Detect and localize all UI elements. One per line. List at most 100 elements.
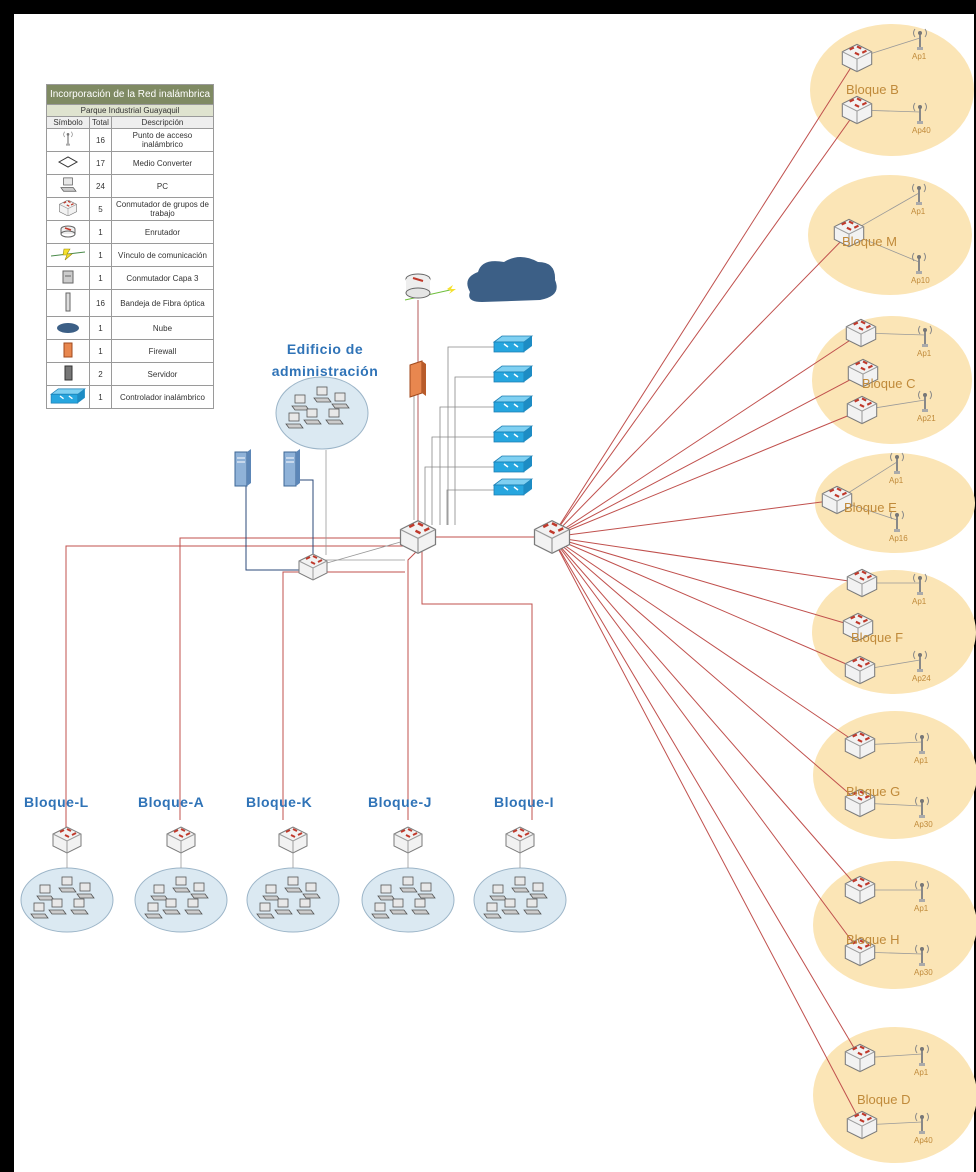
link-line xyxy=(282,571,405,820)
link-line xyxy=(551,109,858,538)
block-title: Bloque-K xyxy=(246,794,313,810)
legend-header-description: Descripción xyxy=(110,116,215,129)
link-line xyxy=(551,536,861,953)
admin-building-title: Edificio de administración xyxy=(250,338,400,382)
block-label: Bloque E xyxy=(844,500,897,515)
ap-label: Ap30 xyxy=(914,968,933,977)
legend-description: Enrutador xyxy=(110,220,215,244)
link-line xyxy=(551,409,863,538)
block-title: Bloque-A xyxy=(138,794,205,810)
link-line xyxy=(551,536,861,671)
legend-table: Incorporación de la Red inalámbrica Parq… xyxy=(46,84,215,409)
wireless-controller-icon xyxy=(493,335,533,353)
block-switch xyxy=(505,826,535,854)
legend-header-symbol: Símbolo xyxy=(46,116,90,129)
ap-label: Ap1 xyxy=(911,207,926,216)
link-line xyxy=(439,406,508,525)
block-label: Bloque B xyxy=(846,82,899,97)
block-title: Bloque-L xyxy=(24,794,89,810)
legend-header-total: Total xyxy=(89,116,112,129)
access-point-icon xyxy=(46,128,90,152)
link-line xyxy=(551,536,863,1126)
link-line xyxy=(551,536,859,628)
legend-description: PC xyxy=(110,174,215,198)
link-line xyxy=(447,346,508,525)
workgroup-switch-icon xyxy=(46,197,90,221)
legend-description: Conmutador de grupos de trabajo xyxy=(110,197,215,221)
legend-description: Controlador inalámbrico xyxy=(110,385,215,409)
link-line xyxy=(446,489,508,525)
link-line xyxy=(551,536,861,1059)
router-base xyxy=(405,287,431,299)
server-icon xyxy=(283,448,301,487)
link-line xyxy=(551,499,838,538)
wireless-controller-icon xyxy=(493,455,533,473)
link-line xyxy=(551,57,858,538)
block-title: Bloque-I xyxy=(494,794,554,810)
wireless-controller-icon xyxy=(493,395,533,413)
cloud-icon xyxy=(467,257,557,302)
link-line xyxy=(424,466,508,525)
legend-total: 1 xyxy=(89,385,112,409)
ap-label: Ap1 xyxy=(912,52,927,61)
communication-link-icon xyxy=(447,285,456,294)
legend-description: Vínculo de comunicación xyxy=(110,243,215,267)
ap-label: Ap21 xyxy=(917,414,936,423)
ap-label: Ap1 xyxy=(917,349,932,358)
wireless-controller-icon xyxy=(493,478,533,496)
legend-description: Medio Converter xyxy=(110,151,215,175)
link-line xyxy=(245,470,300,571)
links-layer xyxy=(20,24,976,1163)
block-switch xyxy=(52,826,82,854)
link-line xyxy=(454,376,508,525)
block-switch xyxy=(166,826,196,854)
link-line xyxy=(551,536,861,891)
link-line xyxy=(551,536,861,746)
block-label: Bloque C xyxy=(862,376,916,391)
wireless-controller-icon xyxy=(493,365,533,383)
admin-title-line1: Edificio de xyxy=(286,341,364,357)
legend-description: Conmutador Capa 3 xyxy=(110,266,215,290)
legend-description: Bandeja de Fibra óptica xyxy=(110,289,215,317)
block-label: Bloque F xyxy=(851,630,904,645)
block-area xyxy=(808,175,972,295)
admin-title-line2: administración xyxy=(271,363,379,379)
nodes-layer xyxy=(30,28,933,1140)
link-line xyxy=(407,549,419,820)
firewall-icon xyxy=(409,360,423,398)
ap-label: Ap1 xyxy=(914,1068,929,1077)
router-icon xyxy=(46,220,90,244)
block-title: Bloque-J xyxy=(368,794,432,810)
block-label: Bloque H xyxy=(846,932,900,947)
link-line xyxy=(551,232,850,538)
distribution-switch xyxy=(399,519,437,555)
block-area xyxy=(815,453,975,553)
link-line xyxy=(179,537,403,820)
firewall-side xyxy=(422,361,426,396)
link-line xyxy=(431,436,508,525)
ap-label: Ap1 xyxy=(889,476,904,485)
ap-label: Ap1 xyxy=(912,597,927,606)
ap-label: Ap40 xyxy=(914,1136,933,1145)
link-line xyxy=(551,536,861,804)
link-line xyxy=(551,332,862,538)
ap-label: Ap30 xyxy=(914,820,933,829)
admin-switch xyxy=(298,553,328,581)
wireless-controller-icon xyxy=(46,385,90,409)
link-line xyxy=(551,536,863,584)
server-icon xyxy=(234,448,252,487)
wireless-controller-icon xyxy=(493,425,533,443)
ap-label: Ap10 xyxy=(911,276,930,285)
block-label: Bloque G xyxy=(846,784,901,799)
block-switch xyxy=(393,826,423,854)
link-line xyxy=(65,545,403,848)
block-switch xyxy=(278,826,308,854)
